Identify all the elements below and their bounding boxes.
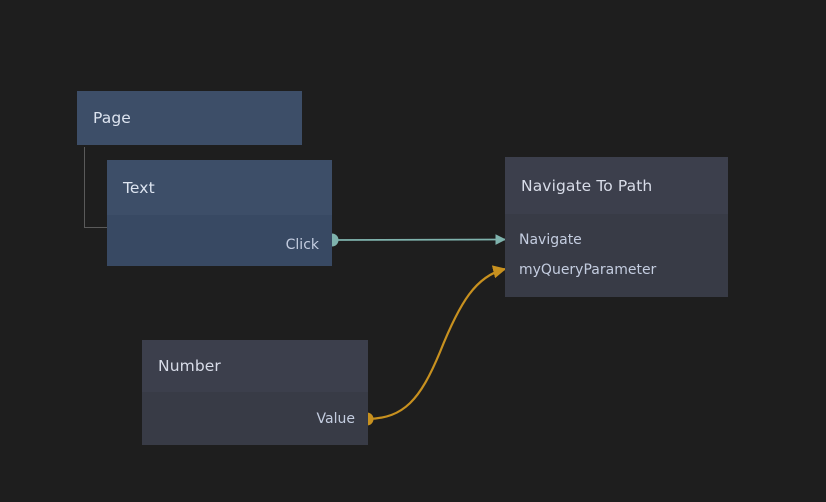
tree-connector-page-text: [84, 147, 108, 228]
port-handle-text-click[interactable]: [324, 232, 340, 248]
node-navigate-to-path-title: Navigate To Path: [505, 157, 728, 214]
port-number-value[interactable]: Value: [317, 410, 355, 428]
node-page-title: Page: [77, 91, 302, 145]
port-navigate-label: Navigate: [519, 232, 582, 248]
port-number-value-label: Value: [316, 411, 355, 427]
port-navigate[interactable]: Navigate: [519, 231, 582, 249]
port-text-click[interactable]: Click: [286, 236, 319, 254]
node-text-title: Text: [107, 160, 332, 215]
node-number[interactable]: Number Value: [142, 340, 368, 445]
node-text[interactable]: Text Click: [107, 160, 332, 266]
edge-click-navigate[interactable]: [332, 234, 507, 245]
node-page[interactable]: Page: [77, 91, 302, 145]
port-handle-number-value[interactable]: [359, 411, 375, 427]
port-text-click-label: Click: [285, 237, 319, 253]
port-myqueryparameter[interactable]: myQueryParameter: [519, 261, 656, 279]
edge-value-myqueryparameter[interactable]: [367, 265, 507, 421]
node-navigate-to-path[interactable]: Navigate To Path Navigate myQueryParamet…: [505, 157, 728, 297]
node-text-body: Click: [107, 215, 332, 266]
port-myqueryparameter-label: myQueryParameter: [519, 262, 657, 278]
node-navigate-to-path-body: Navigate myQueryParameter: [505, 214, 728, 297]
node-number-body: Value: [142, 392, 368, 445]
node-number-title: Number: [142, 340, 368, 392]
